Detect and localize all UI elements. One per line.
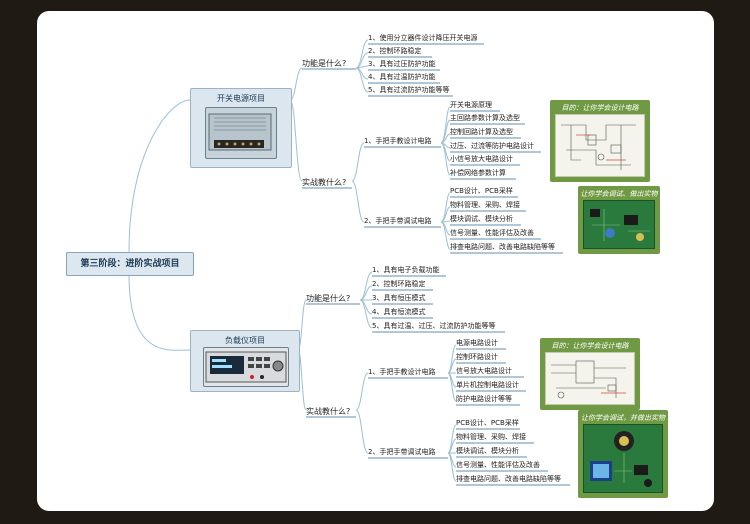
p1-debug-item: 信号测量、性能评估及改善 — [450, 229, 534, 237]
root-node: 第三阶段：进阶实战项目 — [66, 252, 194, 276]
p2-design-item: 信号放大电路设计 — [456, 367, 512, 375]
p1-debug-label: 2、手把手带调试电路 — [364, 217, 432, 225]
p1-practice-label: 实战教什么? — [302, 178, 347, 187]
p2-what-item: 2、控制环路稳定 — [372, 280, 426, 288]
pcb-image — [583, 200, 655, 249]
p1-debug-goal-caption: 让你学会调试、做出实物 — [580, 190, 658, 198]
p2-what-label: 功能是什么? — [306, 294, 351, 303]
p1-design-item: 主回路参数计算及选型 — [450, 114, 520, 122]
project-node-electronic-load: 负载仪项目 — [190, 330, 300, 392]
p2-debug-item: 模块调试、模块分析 — [456, 447, 519, 455]
p2-debug-label: 2、手把手带调试电路 — [368, 448, 436, 456]
electronic-load-image — [203, 347, 289, 387]
p2-debug-item: 信号测量、性能评估及改善 — [456, 461, 540, 469]
p2-debug-item: 物料管理、采购、焊接 — [456, 433, 526, 441]
p2-design-goal-panel: 目的：让你学会设计电路 — [540, 338, 640, 410]
p1-debug-item: PCB设计、PCB采样 — [450, 187, 513, 195]
p1-what-item: 1、使用分立器件设计降压开关电源 — [368, 34, 478, 42]
p2-practice-label: 实战教什么? — [306, 407, 351, 416]
p2-design-item: 控制环路设计 — [456, 353, 498, 361]
project-title: 开关电源项目 — [217, 94, 265, 103]
p2-debug-goal-panel: 让你学会调试，并做出实物 — [578, 410, 668, 498]
p1-design-item: 控制回路计算及选型 — [450, 128, 513, 136]
p1-design-goal-panel: 目的：让你学会设计电路 — [550, 100, 650, 182]
p1-design-label: 1、手把手教设计电路 — [364, 137, 432, 145]
schematic-icon — [561, 124, 636, 170]
pcb-icon — [590, 431, 652, 487]
p1-design-item: 过压、过流等防护电路设计 — [450, 142, 534, 150]
p2-what-item: 1、具有电子负载功能 — [372, 266, 440, 274]
p1-design-item: 补偿网络参数计算 — [450, 169, 506, 177]
schematic-icon — [551, 360, 626, 399]
p1-what-item: 5、具有过流防护功能等等 — [368, 86, 450, 94]
power-supply-icon — [208, 113, 272, 151]
p2-design-item: 防护电路设计等等 — [456, 395, 512, 403]
project-node-power-supply: 开关电源项目 — [190, 88, 292, 168]
power-supply-image — [205, 107, 277, 159]
p2-what-item: 5、具有过温、过压、过流防护功能等等 — [372, 322, 496, 330]
p1-debug-goal-panel: 让你学会调试、做出实物 — [578, 186, 660, 254]
p1-debug-item: 排查电路问题、改善电路缺陷等等 — [450, 243, 555, 251]
p2-design-goal-caption: 目的：让你学会设计电路 — [551, 342, 629, 350]
p2-design-item: 电源电路设计 — [456, 339, 498, 347]
p2-what-item: 4、具有恒流模式 — [372, 308, 426, 316]
p1-debug-item: 物料管理、采购、焊接 — [450, 201, 520, 209]
p2-debug-item: 排查电路问题、改善电路缺陷等等 — [456, 475, 561, 483]
p1-what-item: 2、控制环路稳定 — [368, 47, 422, 55]
p1-debug-item: 模块调试、模块分析 — [450, 215, 513, 223]
p1-design-item: 开关电源原理 — [450, 101, 492, 109]
p2-debug-goal-caption: 让你学会调试，并做出实物 — [581, 414, 665, 422]
pcb-image — [583, 424, 663, 493]
p1-design-goal-caption: 目的：让你学会设计电路 — [561, 104, 639, 112]
project-title: 负载仪项目 — [225, 336, 265, 345]
p2-design-label: 1、手把手教设计电路 — [368, 368, 436, 376]
p2-debug-item: PCB设计、PCB采样 — [456, 419, 519, 427]
p2-design-item: 单片机控制电路设计 — [456, 381, 519, 389]
p2-what-item: 3、具有恒压模式 — [372, 294, 426, 302]
pcb-icon — [590, 209, 650, 241]
schematic-image — [555, 114, 645, 177]
p1-design-item: 小信号放大电路设计 — [450, 155, 513, 163]
p1-what-label: 功能是什么? — [302, 59, 347, 68]
p1-what-item: 4、具有过温防护功能 — [368, 73, 436, 81]
p1-what-item: 3、具有过压防护功能 — [368, 60, 436, 68]
schematic-image — [545, 352, 635, 405]
electronic-load-icon — [205, 351, 287, 383]
